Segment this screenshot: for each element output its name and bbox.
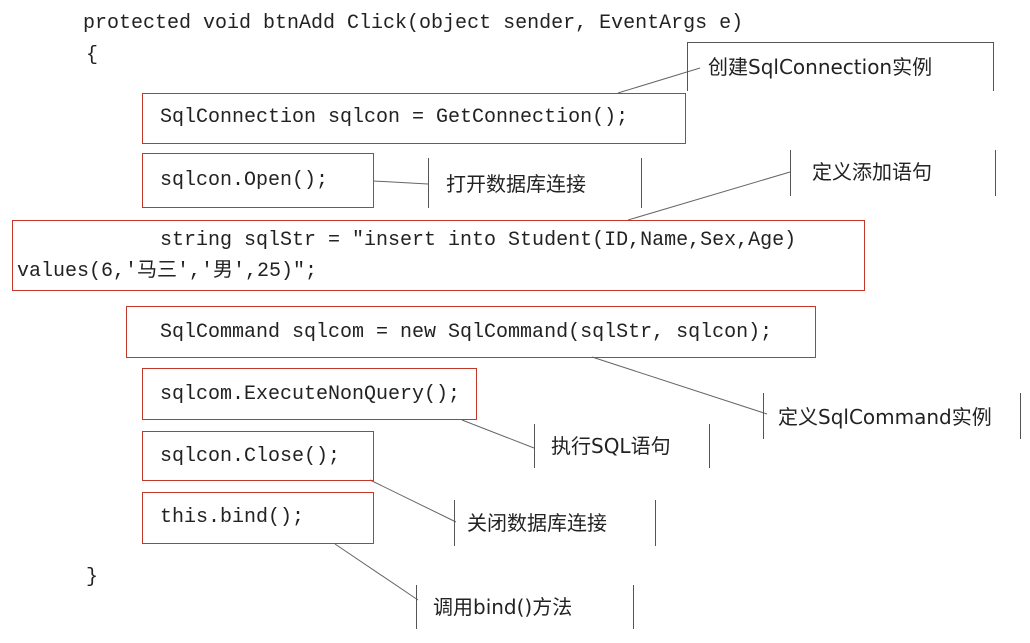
bracket-call-bind <box>416 585 634 629</box>
callout-close-connection: 关闭数据库连接 <box>467 511 607 535</box>
box-connection <box>142 93 686 144</box>
bracket-define-insert <box>790 150 996 196</box>
callout-define-insert: 定义添加语句 <box>812 160 932 184</box>
callout-open-connection: 打开数据库连接 <box>446 172 586 196</box>
box-command <box>126 306 816 358</box>
code-line-execute: sqlcom.ExecuteNonQuery(); <box>160 383 461 406</box>
leader-open-connection <box>372 180 429 185</box>
box-sqlstr <box>12 220 865 291</box>
close-brace: } <box>86 566 99 589</box>
callout-execute-sql: 执行SQL语句 <box>551 434 671 458</box>
box-open <box>142 153 374 208</box>
box-close <box>142 431 374 481</box>
code-line-connection: SqlConnection sqlcon = GetConnection(); <box>160 106 629 129</box>
leader-execute-sql <box>461 419 535 449</box>
bracket-define-command <box>763 393 1021 439</box>
leader-close-connection <box>369 479 457 523</box>
bracket-execute-sql <box>534 424 710 468</box>
box-bind <box>142 492 374 544</box>
code-line-sqlstr-2: values(6,'马三','男',25)"; <box>17 260 318 283</box>
leader-define-command <box>591 356 768 415</box>
code-line-bind: this.bind(); <box>160 506 305 529</box>
leader-define-insert <box>627 171 791 221</box>
callout-create-connection: 创建SqlConnection实例 <box>708 55 933 79</box>
code-line-sqlstr-1: string sqlStr = "insert into Student(ID,… <box>160 229 797 252</box>
bracket-close-connection <box>454 500 656 546</box>
box-execute <box>142 368 477 420</box>
code-line-open: sqlcon.Open(); <box>160 169 329 192</box>
callout-define-command: 定义SqlCommand实例 <box>778 405 992 429</box>
open-brace: { <box>86 44 99 67</box>
bracket-create-connection <box>687 42 994 91</box>
method-signature: protected void btnAdd Click(object sende… <box>83 12 744 35</box>
code-line-close: sqlcon.Close(); <box>160 445 341 468</box>
leader-call-bind <box>334 543 419 601</box>
callout-call-bind: 调用bind()方法 <box>433 595 573 619</box>
bracket-open-connection <box>428 158 642 208</box>
code-line-command: SqlCommand sqlcom = new SqlCommand(sqlSt… <box>160 321 773 344</box>
